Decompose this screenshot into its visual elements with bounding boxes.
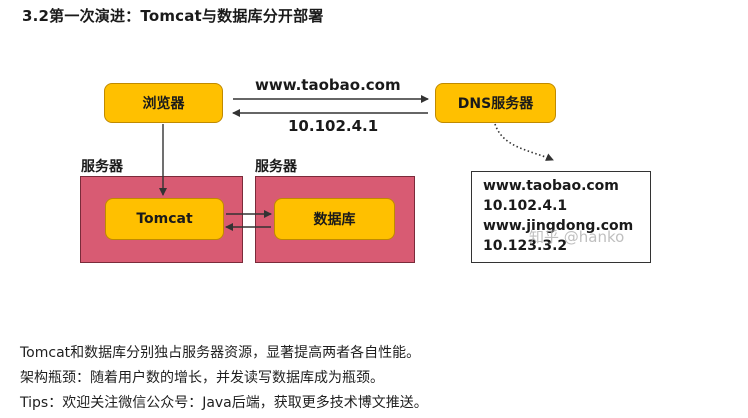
browser-node: 浏览器 <box>104 83 223 123</box>
response-label: 10.102.4.1 <box>288 117 379 135</box>
server-label-left: 服务器 <box>81 159 123 175</box>
request-label: www.taobao.com <box>255 76 401 94</box>
tomcat-node: Tomcat <box>105 198 224 240</box>
dns-server-node: DNS服务器 <box>435 83 556 123</box>
dns-cache-table: www.taobao.com 10.102.4.1 www.jingdong.c… <box>471 171 651 263</box>
section-heading: 3.2第一次演进：Tomcat与数据库分开部署 <box>22 7 324 25</box>
database-node: 数据库 <box>274 198 395 240</box>
connector-lines <box>159 95 554 231</box>
architecture-diagram: 服务器 服务器 浏览器 DNS服务器 Tomcat 数据库 www.taobao… <box>80 76 651 263</box>
server-label-right: 服务器 <box>255 159 297 175</box>
dns-cache-entry: 10.123.3.2 <box>483 238 568 254</box>
description-line: Tips：欢迎关注微信公众号：Java后端，获取更多技术博文推送。 <box>20 395 428 411</box>
description-line: Tomcat和数据库分别独占服务器资源，显著提高两者各自性能。 <box>20 345 421 361</box>
dns-cache-dotted-arrow <box>494 123 554 161</box>
dns-cache-entry: www.jingdong.com <box>483 218 634 234</box>
dns-cache-entry: www.taobao.com <box>483 178 619 194</box>
description-line: 架构瓶颈：随着用户数的增长，并发读写数据库成为瓶颈。 <box>20 370 384 386</box>
dns-cache-entry: 10.102.4.1 <box>483 198 568 214</box>
watermark: 知乎 @hanko <box>529 228 625 246</box>
